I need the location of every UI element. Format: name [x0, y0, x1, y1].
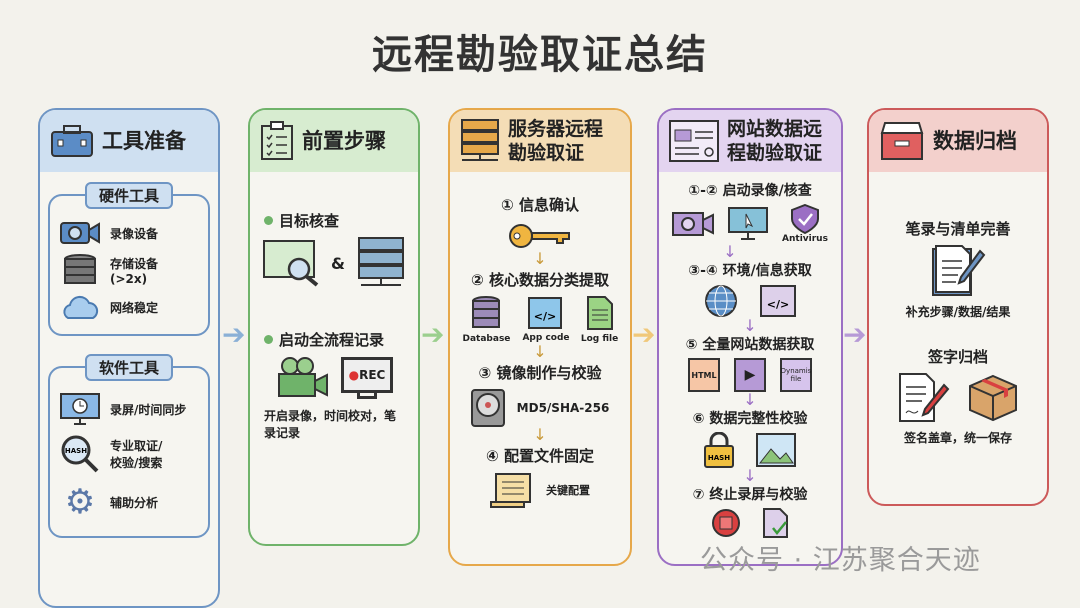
file-box-icon	[879, 121, 925, 161]
step-title: ⑥ 数据完整性校验	[692, 411, 808, 427]
webpage-icon	[669, 120, 719, 162]
down-arrow: ↓	[533, 342, 547, 361]
archive-panel: 数据归档 笔录与清单完善 补充步骤/数据/结果 签字归档 签名盖章，统一保存	[867, 108, 1049, 506]
globe-icon	[704, 284, 738, 318]
step-title: ⑤ 全量网站数据获取	[685, 337, 815, 353]
webpage-search-icon	[263, 239, 319, 287]
step-note: 签名盖章，统一保存	[903, 431, 1012, 445]
down-arrow: ↓	[723, 242, 737, 261]
step-title: 启动全流程记录	[279, 331, 385, 349]
scroll-icon	[490, 472, 534, 508]
step-title: ③-④ 环境/信息获取	[688, 263, 812, 279]
hash-search-icon: HASH	[60, 434, 100, 474]
step-note: 开启录像，时间校对，笔录记录	[264, 409, 397, 440]
panel-title: 服务器远程 勘验取证	[508, 118, 604, 164]
step-title: ⑦ 终止录屏与校验	[692, 487, 808, 503]
stop-icon	[711, 508, 741, 538]
panel-title: 前置步骤	[302, 129, 386, 153]
step-title: ④ 配置文件固定	[486, 447, 594, 465]
rec-label: REC	[359, 368, 386, 382]
camera-icon	[60, 220, 100, 246]
flow-arrow: ➔	[632, 318, 656, 351]
pre-steps-panel: 前置步骤 目标核查 & 启动全流程记录 ●REC 开启录像，时间校对，笔录记录	[248, 108, 420, 546]
bullet-dot	[264, 335, 273, 344]
database-icon	[60, 254, 100, 286]
file-label: App code	[522, 333, 570, 343]
item-label: 存储设备 (>2x)	[110, 256, 159, 286]
item-label: 录屏/时间同步	[110, 402, 187, 417]
hardware-group: 硬件工具 录像设备 存储设备 (>2x) 网络稳定	[48, 182, 210, 336]
shield-icon	[790, 204, 819, 234]
server-icon	[460, 119, 500, 163]
signed-document-icon	[898, 373, 950, 423]
cloud-icon	[60, 294, 100, 320]
bullet-dot	[264, 216, 273, 225]
html-file-icon: HTML	[688, 358, 720, 392]
log-file-icon	[580, 296, 620, 330]
website-panel: 网站数据远 程勘验取证 ①-② 启动录像/核查 Antivirus ↓ ③-④ …	[657, 108, 843, 566]
database-icon	[460, 296, 512, 330]
hash-label: HASH	[708, 454, 730, 462]
gear-icon: ⚙	[64, 482, 96, 522]
video-camera-icon	[275, 356, 329, 400]
server-icon	[357, 237, 405, 289]
monitor-cursor-icon	[728, 207, 769, 241]
hash-label: MD5/SHA-256	[516, 401, 610, 415]
step-title: ③ 镜像制作与校验	[478, 364, 602, 382]
item-label: 辅助分析	[110, 495, 159, 510]
box-icon	[968, 374, 1018, 422]
ampersand: &	[331, 253, 345, 273]
file-label: Log file	[580, 334, 619, 344]
step-title: 签字归档	[927, 348, 988, 366]
step-note: 补充步骤/数据/结果	[905, 305, 1011, 319]
step-title: ② 核心数据分类提取	[471, 271, 609, 289]
item-label: 专业取证/ 校验/搜索	[110, 439, 163, 470]
monitor-clock-icon	[60, 392, 100, 426]
step-title: ① 信息确认	[501, 196, 579, 214]
antivirus-label: Antivirus	[782, 234, 828, 244]
server-panel: 服务器远程 勘验取证 ① 信息确认 ↓ ② 核心数据分类提取 Database …	[448, 108, 632, 566]
verified-doc-icon	[763, 508, 789, 538]
image-window-icon	[756, 433, 796, 467]
down-arrow: ↓	[743, 466, 757, 485]
flow-arrow: ➔	[843, 318, 867, 351]
step-title: 目标核查	[279, 212, 340, 230]
watermark: 公众号 · 江苏聚合天迹	[700, 545, 981, 576]
hard-drive-icon	[470, 389, 505, 427]
down-arrow: ↓	[533, 249, 547, 268]
group-title: 软件工具	[84, 354, 174, 381]
down-arrow: ↓	[743, 316, 757, 335]
flow-arrow: ➔	[222, 318, 246, 351]
panel-title: 工具准备	[102, 129, 186, 153]
group-title: 硬件工具	[84, 182, 174, 209]
clipboard-icon	[260, 121, 294, 161]
down-arrow: ↓	[743, 390, 757, 409]
flow-arrow: ➔	[421, 318, 445, 351]
code-window-icon: </>	[760, 285, 796, 317]
document-pen-icon	[930, 245, 986, 297]
svg-text:</>: </>	[534, 310, 556, 323]
down-arrow: ↓	[533, 425, 547, 444]
item-label: 网络稳定	[110, 300, 159, 315]
item-label: 录像设备	[110, 226, 159, 241]
tools-panel: 工具准备 硬件工具 录像设备 存储设备 (>2x) 网络稳定 软件工具 录屏/时…	[38, 108, 220, 608]
key-icon	[507, 221, 573, 251]
software-group: 软件工具 录屏/时间同步 HASH 专业取证/ 校验/搜索 ⚙ 辅助分析	[48, 354, 210, 538]
hash-lock-icon: HASH	[704, 432, 734, 468]
toolbox-icon	[50, 124, 94, 158]
file-label: Database	[462, 334, 511, 344]
config-label: 关键配置	[546, 484, 590, 497]
camera-icon	[672, 211, 715, 237]
hash-label: HASH	[65, 447, 87, 455]
code-window-icon: </>	[522, 297, 568, 329]
rec-monitor-icon: ●REC	[341, 357, 393, 399]
step-title: ①-② 启动录像/核查	[688, 183, 812, 199]
video-file-icon: ▶	[734, 358, 766, 392]
page-title: 远程勘验取证总结	[372, 32, 708, 78]
svg-text:</>: </>	[767, 298, 789, 311]
step-title: 笔录与清单完善	[905, 220, 1011, 238]
panel-title: 数据归档	[933, 129, 1017, 153]
dynamic-file-icon: Dynamis file	[780, 358, 812, 392]
panel-title: 网站数据远 程勘验取证	[727, 118, 823, 164]
